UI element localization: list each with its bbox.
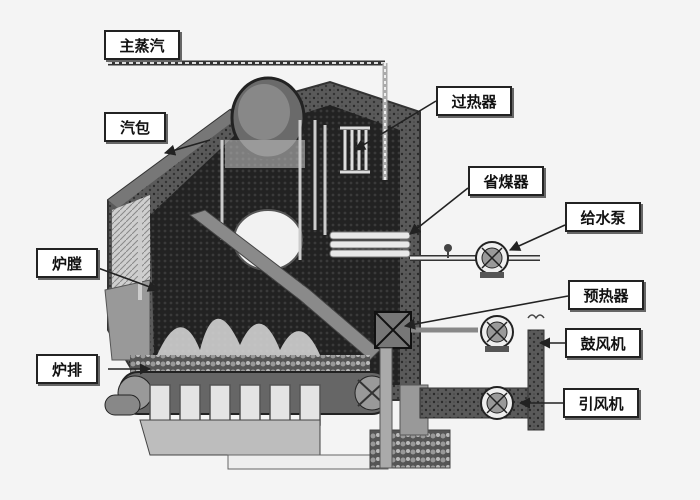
label-main-steam: 主蒸汽 [104, 30, 180, 60]
coal-bed [130, 355, 370, 375]
riser-tubes [220, 120, 327, 260]
air-preheater [374, 311, 412, 349]
arrow-drum [163, 139, 211, 156]
blower-fan [480, 314, 545, 352]
wind-boxes [149, 384, 321, 426]
label-superheater: 过热器 [436, 86, 512, 116]
leader-arrows [97, 100, 569, 409]
chimney-duct [419, 329, 545, 431]
induced-draft-fan [480, 386, 514, 420]
label-preheater: 预热器 [568, 280, 644, 310]
label-feed-pump: 给水泵 [565, 202, 641, 232]
label-induced-fan: 引风机 [563, 388, 639, 418]
label-blower: 鼓风机 [565, 328, 641, 358]
label-furnace: 炉膛 [36, 248, 98, 278]
feed-pump [475, 241, 509, 278]
label-drum: 汽包 [104, 112, 166, 142]
main-steam-pipe [108, 60, 388, 180]
steam-drum [225, 76, 306, 168]
label-economizer: 省煤器 [468, 166, 544, 196]
arrow-preheater [403, 295, 569, 330]
arrow-superheater [354, 100, 437, 151]
superheater-coils [340, 126, 370, 174]
arrow-economizer [409, 187, 469, 235]
arrow-furnace [97, 267, 160, 292]
front-roller [104, 394, 141, 416]
label-grate: 炉排 [36, 354, 98, 384]
economizer-tubes [329, 231, 411, 258]
arrow-feed-pump [508, 224, 566, 251]
